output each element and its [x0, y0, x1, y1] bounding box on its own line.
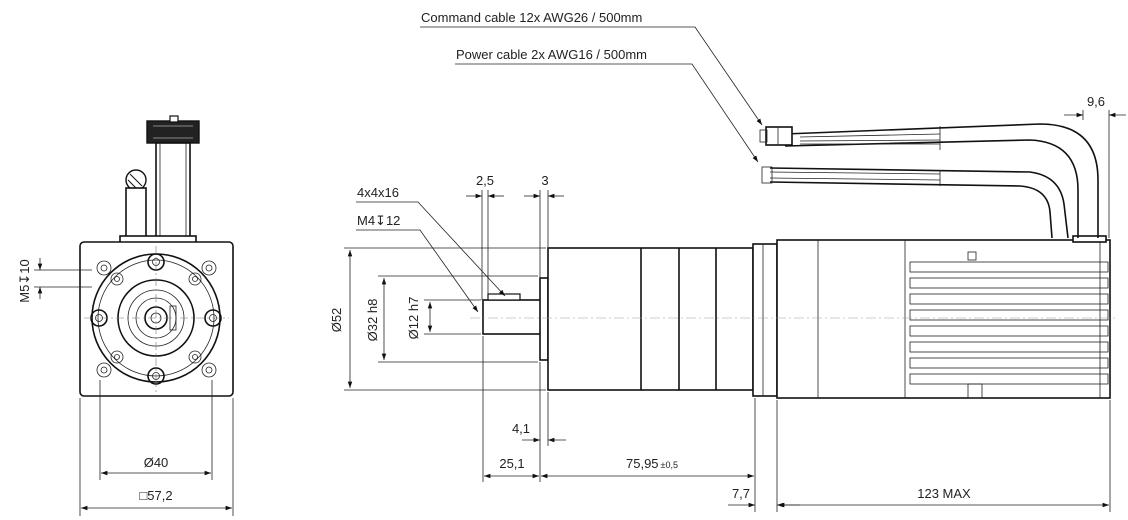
gearbox	[547, 247, 754, 391]
command-cable	[784, 123, 1099, 238]
dim-dia-12: Ø12 h7	[406, 297, 421, 340]
dim-2-5: 2,5	[476, 173, 494, 188]
thread-side-label: M5↧10	[17, 259, 32, 302]
motor-square-flange	[79, 241, 234, 397]
dim-dia-52: Ø52	[329, 308, 344, 333]
front-view: M5↧10 Ø40 □57,2	[17, 115, 234, 516]
command-cable-label: Command cable 12x AWG26 / 500mm	[421, 10, 642, 25]
output-shaft	[482, 299, 543, 335]
dim-25-1: 25,1	[499, 456, 524, 471]
dim-7-7: 7,7	[732, 486, 750, 501]
dim-dia-40: Ø40	[144, 455, 169, 470]
dim-75-95-tol: ±0,5	[661, 460, 678, 470]
dim-dia-32: Ø32 h8	[365, 299, 380, 342]
dim-3: 3	[541, 173, 548, 188]
key-size-label: 4x4x16	[357, 185, 399, 200]
dim-square-57: □57,2	[139, 488, 172, 503]
power-cable	[769, 167, 1069, 239]
dim-9-6: 9,6	[1087, 94, 1105, 109]
power-cable-label: Power cable 2x AWG16 / 500mm	[456, 47, 647, 62]
connector-housing	[146, 120, 200, 144]
dim-4-1: 4,1	[512, 421, 530, 436]
side-view: Command cable 12x AWG26 / 500mm Power ca…	[329, 10, 1126, 512]
thread-front-label: M4↧12	[357, 213, 400, 228]
cooling-fins	[909, 261, 1109, 385]
dim-75-95: 75,95±0,5	[626, 456, 678, 471]
dim-123-max: 123 MAX	[917, 486, 971, 501]
motor-body	[776, 239, 1111, 399]
command-connector	[765, 126, 793, 146]
cable-stem	[155, 142, 191, 239]
dim-75-95-value: 75,95	[626, 456, 659, 471]
